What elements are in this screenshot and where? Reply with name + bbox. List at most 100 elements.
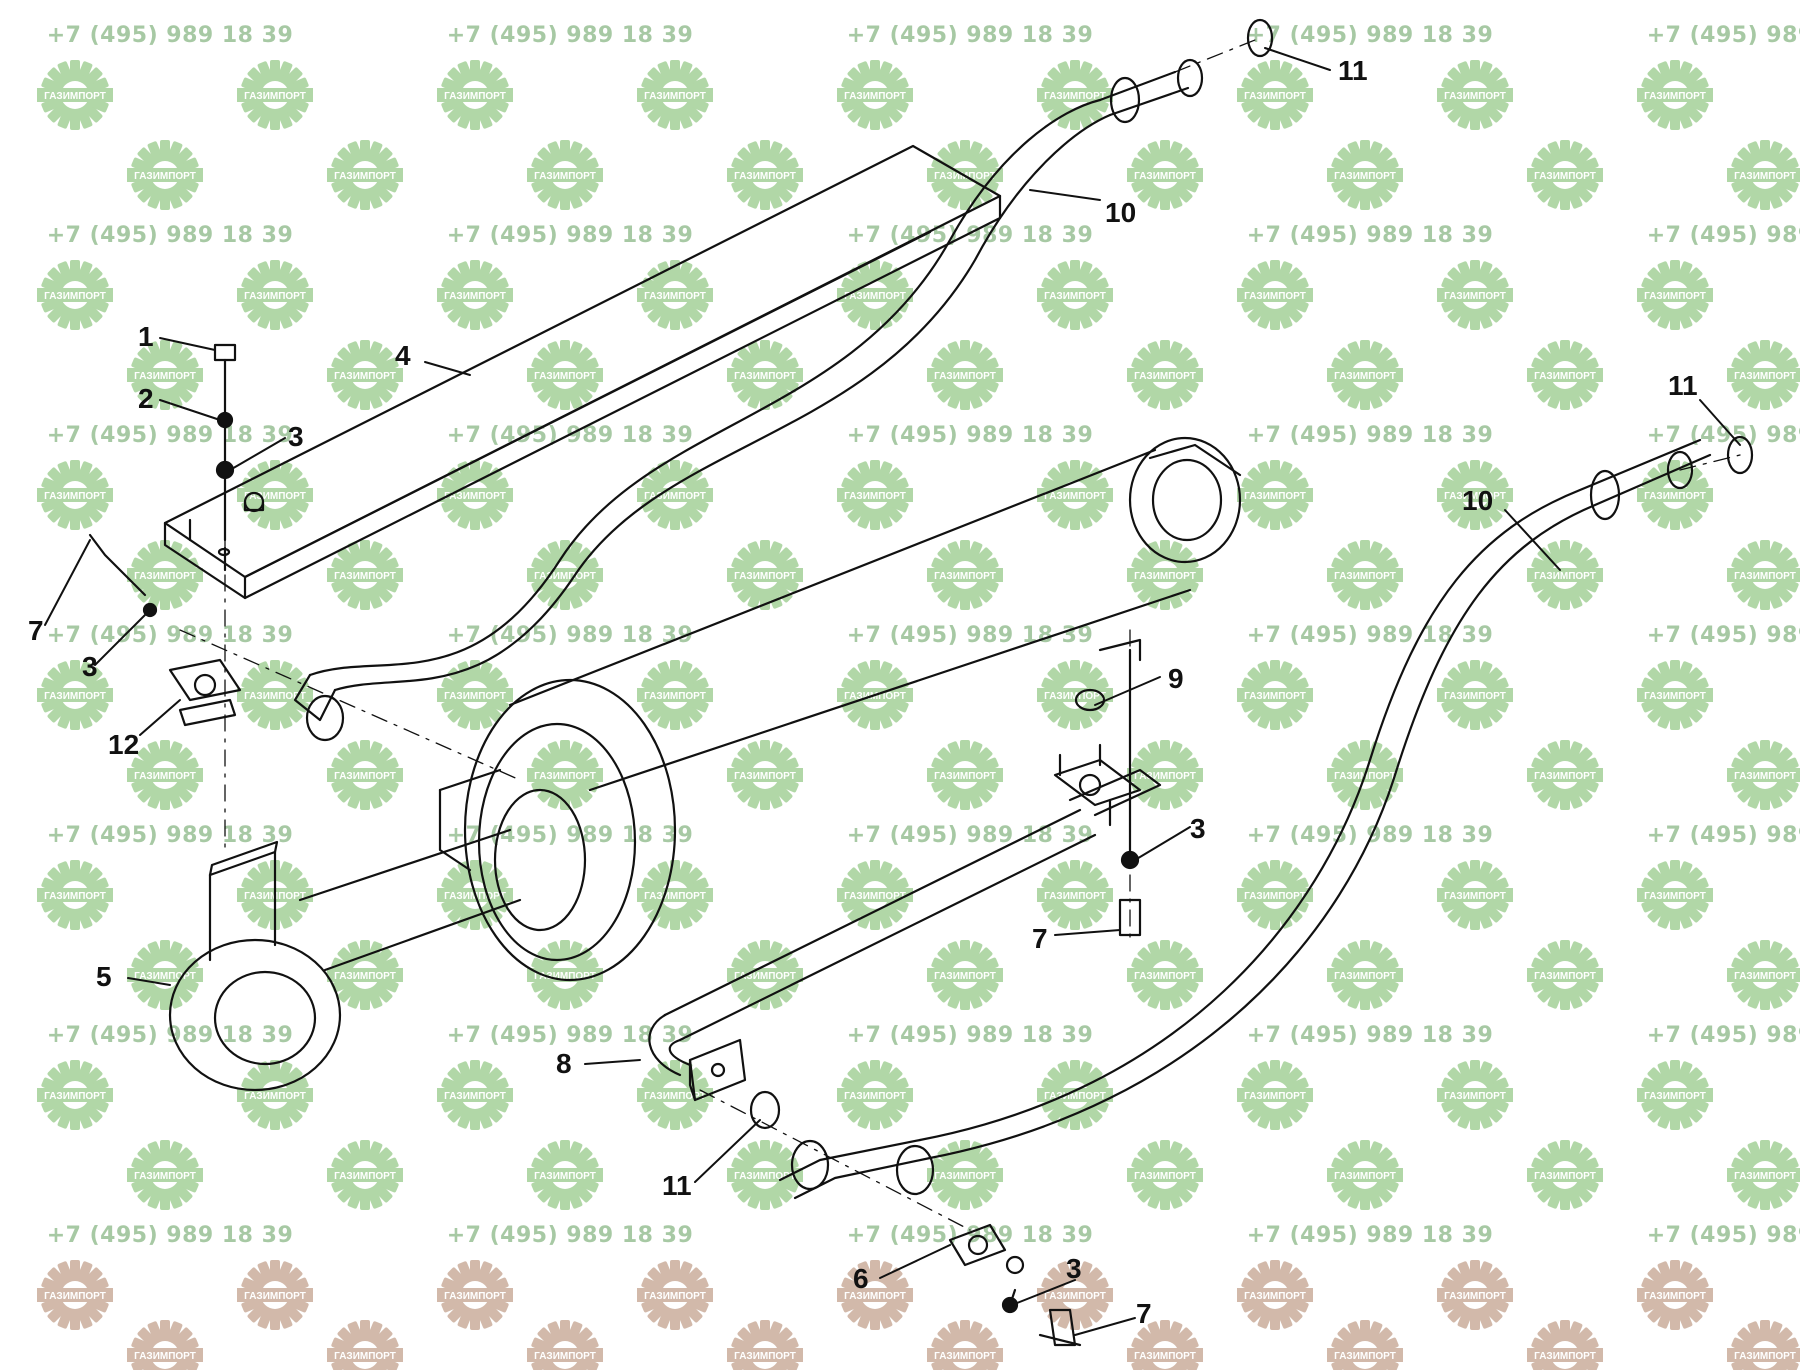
watermark-logo-band: [727, 1348, 803, 1362]
watermark-logo-band: [1637, 1288, 1713, 1302]
watermark-logo-band: [127, 568, 203, 582]
watermark-logo: ГАЗИМПОРТ: [637, 860, 713, 930]
watermark-brand-text: ГАЗИМПОРТ: [734, 371, 796, 382]
watermark-logo-band: [1527, 768, 1603, 782]
watermark-logo: ГАЗИМПОРТ: [1437, 1260, 1513, 1330]
watermark-phone: +7 (495) 989 18 39: [1247, 1223, 1493, 1248]
cylinder-body: [440, 438, 1240, 980]
watermark-logo: ГАЗИМПОРТ: [127, 740, 203, 810]
watermark-brand-text: ГАЗИМПОРТ: [734, 571, 796, 582]
hose-right: [780, 437, 1752, 1198]
watermark-logo: ГАЗИМПОРТ: [837, 60, 913, 130]
watermark-brand-text: ГАЗИМПОРТ: [244, 1291, 306, 1302]
watermark-logo: ГАЗИМПОРТ: [1637, 1260, 1713, 1330]
watermark-logo: ГАЗИМПОРТ: [37, 60, 113, 130]
watermark-logo-band: [437, 688, 513, 702]
watermark-brand-text: ГАЗИМПОРТ: [934, 371, 996, 382]
watermark-logo: ГАЗИМПОРТ: [1327, 140, 1403, 210]
watermark-logo: ГАЗИМПОРТ: [1037, 60, 1113, 130]
watermark-logo: ГАЗИМПОРТ: [527, 540, 603, 610]
watermark-phone-text: +7 (495) 989 18 39: [47, 623, 294, 648]
watermark-logo: ГАЗИМПОРТ: [1237, 1060, 1313, 1130]
watermark-brand-text: ГАЗИМПОРТ: [1644, 1291, 1706, 1302]
watermark-logo-band: [127, 768, 203, 782]
watermark-phone: +7 (495) 989 18 39: [847, 823, 1093, 848]
watermark-logo: ГАЗИМПОРТ: [1727, 540, 1800, 610]
watermark-phone-text: +7 (495) 989 18 39: [447, 623, 694, 648]
watermark-logo-band: [527, 368, 603, 382]
watermark-brand-text: ГАЗИМПОРТ: [444, 691, 506, 702]
watermark-brand-text: ГАЗИМПОРТ: [334, 971, 396, 982]
watermark-phone-text: +7 (495) 989 18 39: [47, 223, 294, 248]
watermark-brand-text: ГАЗИМПОРТ: [134, 1171, 196, 1182]
watermark-phone: +7 (495) 989 18 39: [1247, 23, 1493, 48]
watermark-logo-band: [127, 368, 203, 382]
watermark-brand-text: ГАЗИМПОРТ: [1244, 691, 1306, 702]
watermark-logo: ГАЗИМПОРТ: [1527, 740, 1603, 810]
watermark-brand-text: ГАЗИМПОРТ: [44, 1291, 106, 1302]
watermark-logo-band: [127, 1168, 203, 1182]
watermark-logo-band: [1527, 368, 1603, 382]
watermark-logo-band: [437, 288, 513, 302]
watermark-logo: ГАЗИМПОРТ: [727, 140, 803, 210]
watermark-brand-text: ГАЗИМПОРТ: [44, 291, 106, 302]
watermark-logo: ГАЗИМПОРТ: [1437, 260, 1513, 330]
watermark-logo: ГАЗИМПОРТ: [1037, 860, 1113, 930]
watermark-phone: +7 (495) 989 18 39: [47, 1223, 293, 1248]
hose-upper: [295, 20, 1272, 740]
watermark-brand-text: ГАЗИМПОРТ: [1134, 371, 1196, 382]
watermark-brand-text: ГАЗИМПОРТ: [1044, 891, 1106, 902]
watermark-brand-text: ГАЗИМПОРТ: [1444, 91, 1506, 102]
watermark-brand-text: ГАЗИМПОРТ: [244, 691, 306, 702]
watermark-phone-text: +7 (495) 989 18 39: [1647, 23, 1800, 48]
watermark-logo-band: [637, 688, 713, 702]
watermark-phone: +7 (495) 989 18 39: [447, 623, 694, 648]
callout-10-upper: 10: [1105, 197, 1136, 228]
callout-5: 5: [96, 961, 112, 992]
watermark-logo-band: [1127, 368, 1203, 382]
watermark-logo: ГАЗИМПОРТ: [1127, 1320, 1203, 1370]
watermark-logo-band: [1127, 768, 1203, 782]
watermark-brand-text: ГАЗИМПОРТ: [1644, 491, 1706, 502]
watermark-logo-band: [1127, 1348, 1203, 1362]
callout-10-right: 10: [1462, 485, 1493, 516]
watermark-logo: ГАЗИМПОРТ: [1327, 340, 1403, 410]
watermark-logo: ГАЗИМПОРТ: [637, 1060, 713, 1130]
watermark-logo: ГАЗИМПОРТ: [1527, 1320, 1603, 1370]
watermark-logo: ГАЗИМПОРТ: [237, 1260, 313, 1330]
watermark-logo-band: [727, 168, 803, 182]
watermark-brand-text: ГАЗИМПОРТ: [1134, 771, 1196, 782]
watermark-logo: ГАЗИМПОРТ: [1327, 540, 1403, 610]
watermark-brand-text: ГАЗИМПОРТ: [44, 491, 106, 502]
watermark-logo: ГАЗИМПОРТ: [727, 540, 803, 610]
watermark-logo-band: [327, 768, 403, 782]
watermark-logo: ГАЗИМПОРТ: [1437, 1060, 1513, 1130]
callout-3-lower: 3: [1066, 1253, 1082, 1284]
watermark-logo-band: [1127, 1168, 1203, 1182]
watermark-brand-text: ГАЗИМПОРТ: [534, 1171, 596, 1182]
watermark-logo: ГАЗИМПОРТ: [527, 140, 603, 210]
watermark-brand-text: ГАЗИМПОРТ: [1334, 571, 1396, 582]
watermark-brand-text: ГАЗИМПОРТ: [644, 291, 706, 302]
watermark-brand-text: ГАЗИМПОРТ: [844, 691, 906, 702]
watermark-brand-text: ГАЗИМПОРТ: [1734, 971, 1796, 982]
watermark-logo: ГАЗИМПОРТ: [727, 1320, 803, 1370]
watermark-brand-text: ГАЗИМПОРТ: [1244, 1291, 1306, 1302]
watermark-logo-band: [1437, 488, 1513, 502]
watermark-logo: ГАЗИМПОРТ: [837, 1260, 913, 1330]
watermark-phone-text: +7 (495) 989 18 39: [1247, 823, 1494, 848]
watermark-brand-text: ГАЗИМПОРТ: [534, 771, 596, 782]
watermark-brand-text: ГАЗИМПОРТ: [134, 571, 196, 582]
watermark-logo-band: [637, 1288, 713, 1302]
watermark-logo-band: [237, 1288, 313, 1302]
watermark-logo: ГАЗИМПОРТ: [1127, 340, 1203, 410]
watermark-brand-text: ГАЗИМПОРТ: [1134, 971, 1196, 982]
watermark-phone: +7 (495) 989 18 39: [447, 23, 693, 48]
watermark-logo: ГАЗИМПОРТ: [1637, 60, 1713, 130]
watermark-brand-text: ГАЗИМПОРТ: [734, 1171, 796, 1182]
watermark-logo: ГАЗИМПОРТ: [1127, 1140, 1203, 1210]
watermark-phone: +7 (495) 989 18 39: [1247, 1023, 1493, 1048]
watermark-logo: ГАЗИМПОРТ: [327, 340, 403, 410]
watermark-brand-text: ГАЗИМПОРТ: [1244, 491, 1306, 502]
watermark-logo: ГАЗИМПОРТ: [527, 1320, 603, 1370]
